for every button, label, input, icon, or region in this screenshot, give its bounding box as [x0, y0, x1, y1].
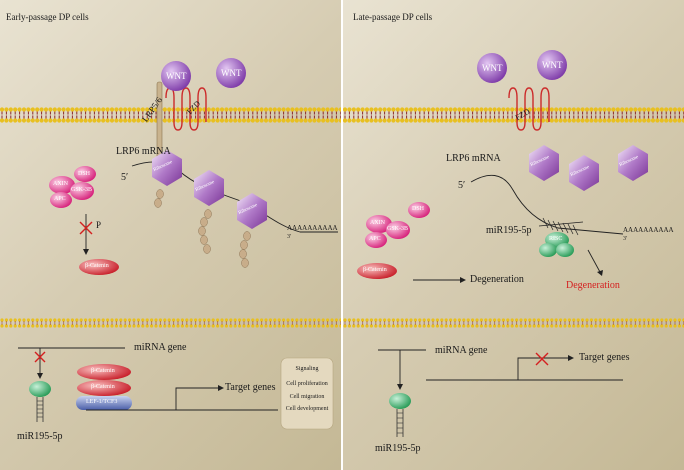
axin-label: AXIN	[53, 181, 68, 187]
five-prime-label-late: 5′	[458, 180, 466, 191]
target-gene-arrow-late	[517, 357, 569, 380]
target-gene-arrowhead	[218, 385, 224, 391]
degeneration-arrowhead	[460, 277, 466, 283]
wnt-ligand-late-2	[537, 50, 567, 80]
lrp6-mrna-label: LRP6 mRNA	[116, 146, 171, 157]
ribosome-1	[152, 150, 182, 186]
wnt-ligand-late-1	[477, 53, 507, 83]
gsk-label-late: GSK-3B	[387, 226, 409, 232]
mirna-transcription-arrowhead-late	[397, 384, 403, 390]
ribosome-free-2	[569, 155, 599, 191]
ribosome-2	[194, 170, 224, 206]
poly-a-tail-label: AAAAAAAAAA	[287, 224, 338, 232]
left-cell-membrane	[0, 107, 341, 123]
three-prime-label-late: 3′	[623, 236, 628, 242]
lrp6-mrna-strand-late	[470, 174, 624, 235]
left-nuclear-membrane	[0, 318, 341, 328]
phosphorylation-arrowhead	[83, 249, 89, 255]
right-cell-membrane	[343, 107, 684, 123]
beta-catenin-free	[79, 259, 119, 275]
target-block-x	[535, 352, 549, 366]
degeneration-label: Degeneration	[470, 274, 524, 285]
apc-label: APC	[54, 196, 66, 202]
peptide-chain-2	[198, 209, 212, 254]
wnt-label-late-2: WNT	[542, 60, 563, 70]
right-nuclear-membrane	[343, 318, 684, 328]
risc-label: RISC	[549, 236, 563, 242]
wnt-label-free: WNT	[221, 68, 242, 78]
peptide-chain-3	[239, 231, 251, 268]
beta-catenin-2-label: β-Catenin	[91, 384, 115, 390]
panel-divider	[341, 0, 343, 470]
signaling-item-3: Cell development	[285, 406, 329, 412]
risc-complex	[539, 232, 574, 257]
signaling-item-1: Cell proliferation	[286, 381, 328, 387]
dsh-label-late: DSH	[412, 206, 425, 212]
target-gene-arrowhead-late	[568, 355, 574, 361]
signaling-item-0: Signaling	[295, 366, 319, 372]
mir-hairpin	[29, 381, 51, 422]
mir-hairpin-late	[389, 393, 411, 437]
right-panel: Late-passage DP cells WNT WNT FZD LRP6 m…	[343, 0, 684, 470]
lef-label: LEF-1/TCF3	[86, 399, 118, 405]
ribosome-3	[237, 193, 267, 229]
peptide-chain-1	[154, 189, 164, 208]
degeneration-arrow-red	[587, 249, 601, 273]
fzd-receptor	[165, 87, 207, 131]
mirna-gene-label-late: miRNA gene	[435, 345, 488, 356]
left-panel-graphics	[0, 58, 341, 430]
transcription-complex	[76, 364, 132, 410]
ribosome-free-1	[529, 145, 559, 181]
wnt-ligand-bound	[161, 61, 191, 91]
wnt-ligand-free	[216, 58, 246, 88]
mir-bound-label: miR195-5p	[486, 225, 532, 236]
target-genes-label-late: Target genes	[579, 352, 630, 363]
axin-label-late: AXIN	[370, 220, 385, 226]
apc-label-late: APC	[369, 236, 381, 242]
wnt-label-late-1: WNT	[482, 63, 503, 73]
left-panel: Early-passage DP cells WNT WNT LRP5/6 FZ…	[0, 0, 341, 470]
three-prime-label: 3′	[287, 234, 292, 240]
ribosome-free-3	[618, 145, 648, 181]
destruction-complex	[49, 166, 96, 208]
signaling-item-2: Cell migration	[289, 394, 325, 400]
destruction-complex-late	[365, 215, 410, 248]
dsh-label: DSH	[78, 171, 91, 177]
beta-catenin-late	[357, 263, 397, 279]
five-prime-label: 5′	[121, 172, 129, 183]
block-x-mark	[79, 221, 93, 235]
signaling-box	[280, 357, 334, 430]
gsk-label: GSK-3B	[71, 187, 93, 193]
wnt-label-bound: WNT	[166, 71, 187, 81]
beta-catenin-label-late: β-Catenin	[363, 267, 387, 273]
mirna-transcription-arrowhead	[37, 373, 43, 379]
mir-label: miR195-5p	[17, 431, 63, 442]
degeneration-red-label: Degeneration	[566, 280, 620, 291]
left-panel-title: Early-passage DP cells	[6, 12, 89, 22]
fzd-receptor-late	[508, 87, 550, 131]
beta-catenin-1-label: β-Catenin	[91, 368, 115, 374]
mirna-block-x	[34, 351, 46, 363]
right-panel-title: Late-passage DP cells	[353, 12, 433, 22]
mirna-gene-label: miRNA gene	[134, 342, 187, 353]
beta-catenin-free-label: β-Catenin	[85, 263, 109, 269]
mirna-binding-hatch	[538, 217, 584, 236]
lrp6-mrna-label-late: LRP6 mRNA	[446, 153, 501, 164]
poly-a-tail-label-late: AAAAAAAAAA	[623, 226, 674, 234]
mir-label-late: miR195-5p	[375, 443, 421, 454]
phosphate-label: P	[96, 220, 102, 230]
target-gene-arrow	[175, 387, 219, 410]
dsh-late	[408, 202, 430, 218]
right-panel-graphics	[343, 50, 684, 437]
degeneration-arrowhead-red	[597, 270, 603, 276]
target-genes-label: Target genes	[225, 382, 276, 393]
